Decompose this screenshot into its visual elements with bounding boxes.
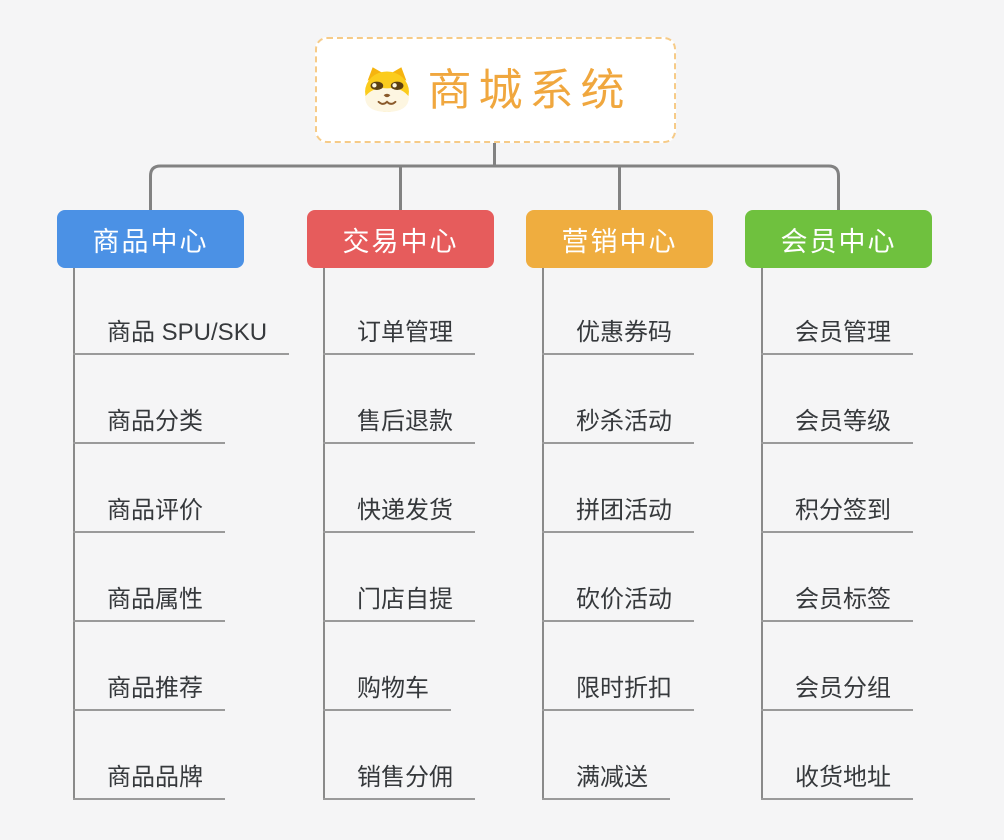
leaf-node[interactable]: 满减送 [542, 754, 670, 800]
leaf-node[interactable]: 购物车 [323, 665, 451, 711]
leaf-node-label: 秒杀活动 [576, 408, 672, 436]
leaf-node[interactable]: 商品 SPU/SKU [73, 309, 290, 355]
leaf-node-label: 满减送 [576, 764, 648, 792]
leaf-node-label: 商品 SPU/SKU [107, 319, 268, 347]
leaf-node-label: 会员等级 [795, 408, 891, 436]
branch-node-trade-center[interactable]: 交易中心 [307, 210, 494, 268]
leaf-node-label: 会员分组 [795, 675, 891, 703]
branch-member-center: 会员中心会员管理会员等级积分签到会员标签会员分组收货地址 [745, 210, 995, 810]
leaf-node-label: 砍价活动 [576, 586, 672, 614]
leaf-node-label: 积分签到 [795, 497, 891, 525]
branch-node-marketing-center[interactable]: 营销中心 [526, 210, 713, 268]
leaf-node[interactable]: 商品评价 [73, 487, 225, 533]
branch-product-center: 商品中心商品 SPU/SKU 商品分类商品评价商品属性商品推荐商品品牌 [57, 210, 307, 810]
leaf-node[interactable]: 拼团活动 [542, 487, 694, 533]
leaf-node[interactable]: 订单管理 [323, 309, 475, 355]
leaf-node[interactable]: 商品推荐 [73, 665, 225, 711]
leaf-node-label: 售后退款 [357, 408, 453, 436]
leaf-node[interactable]: 会员标签 [761, 576, 913, 622]
leaf-node-label: 商品分类 [107, 408, 203, 436]
leaf-node[interactable]: 限时折扣 [542, 665, 694, 711]
leaf-node-label: 限时折扣 [576, 675, 672, 703]
dog-face-icon [364, 67, 409, 112]
root-node[interactable]: 商城系统 [315, 37, 676, 143]
leaf-node-label: 会员管理 [795, 319, 891, 347]
leaf-node-label: 购物车 [357, 675, 429, 703]
branch-trunk-line [323, 268, 325, 800]
branch-node-product-center[interactable]: 商品中心 [57, 210, 244, 268]
leaf-node[interactable]: 快递发货 [323, 487, 475, 533]
leaf-node[interactable]: 会员管理 [761, 309, 913, 355]
root-node-title: 商城系统 [427, 66, 632, 115]
branch-trunk-line [73, 268, 75, 800]
branch-trunk-line [542, 268, 544, 800]
leaf-node[interactable]: 商品分类 [73, 398, 225, 444]
leaf-node[interactable]: 销售分佣 [323, 754, 475, 800]
leaf-node-label: 会员标签 [795, 586, 891, 614]
leaf-node-label: 拼团活动 [576, 497, 672, 525]
leaf-node-label: 快递发货 [357, 497, 453, 525]
leaf-node[interactable]: 优惠券码 [542, 309, 694, 355]
leaf-node[interactable]: 会员分组 [761, 665, 913, 711]
leaf-node-label: 商品品牌 [107, 764, 203, 792]
leaf-node-label: 商品推荐 [107, 675, 203, 703]
leaf-node-label: 优惠券码 [576, 319, 672, 347]
leaf-node-label: 收货地址 [795, 764, 891, 792]
leaf-node[interactable]: 门店自提 [323, 576, 475, 622]
leaf-node[interactable]: 商品属性 [73, 576, 225, 622]
leaf-node[interactable]: 收货地址 [761, 754, 913, 800]
branch-trade-center: 交易中心订单管理售后退款快递发货门店自提购物车销售分佣 [307, 210, 557, 810]
leaf-node-label: 销售分佣 [357, 764, 453, 792]
branch-marketing-center: 营销中心优惠券码秒杀活动拼团活动砍价活动限时折扣满减送 [526, 210, 776, 810]
leaf-node[interactable]: 商品品牌 [73, 754, 225, 800]
leaf-node-label: 订单管理 [357, 319, 453, 347]
branch-trunk-line [761, 268, 763, 800]
leaf-node-label: 门店自提 [357, 586, 453, 614]
leaf-node[interactable]: 秒杀活动 [542, 398, 694, 444]
leaf-node[interactable]: 积分签到 [761, 487, 913, 533]
leaf-node-label: 商品评价 [107, 497, 203, 525]
leaf-node[interactable]: 售后退款 [323, 398, 475, 444]
leaf-node-label: 商品属性 [107, 586, 203, 614]
leaf-node[interactable]: 会员等级 [761, 398, 913, 444]
branch-node-member-center[interactable]: 会员中心 [745, 210, 932, 268]
leaf-node[interactable]: 砍价活动 [542, 576, 694, 622]
